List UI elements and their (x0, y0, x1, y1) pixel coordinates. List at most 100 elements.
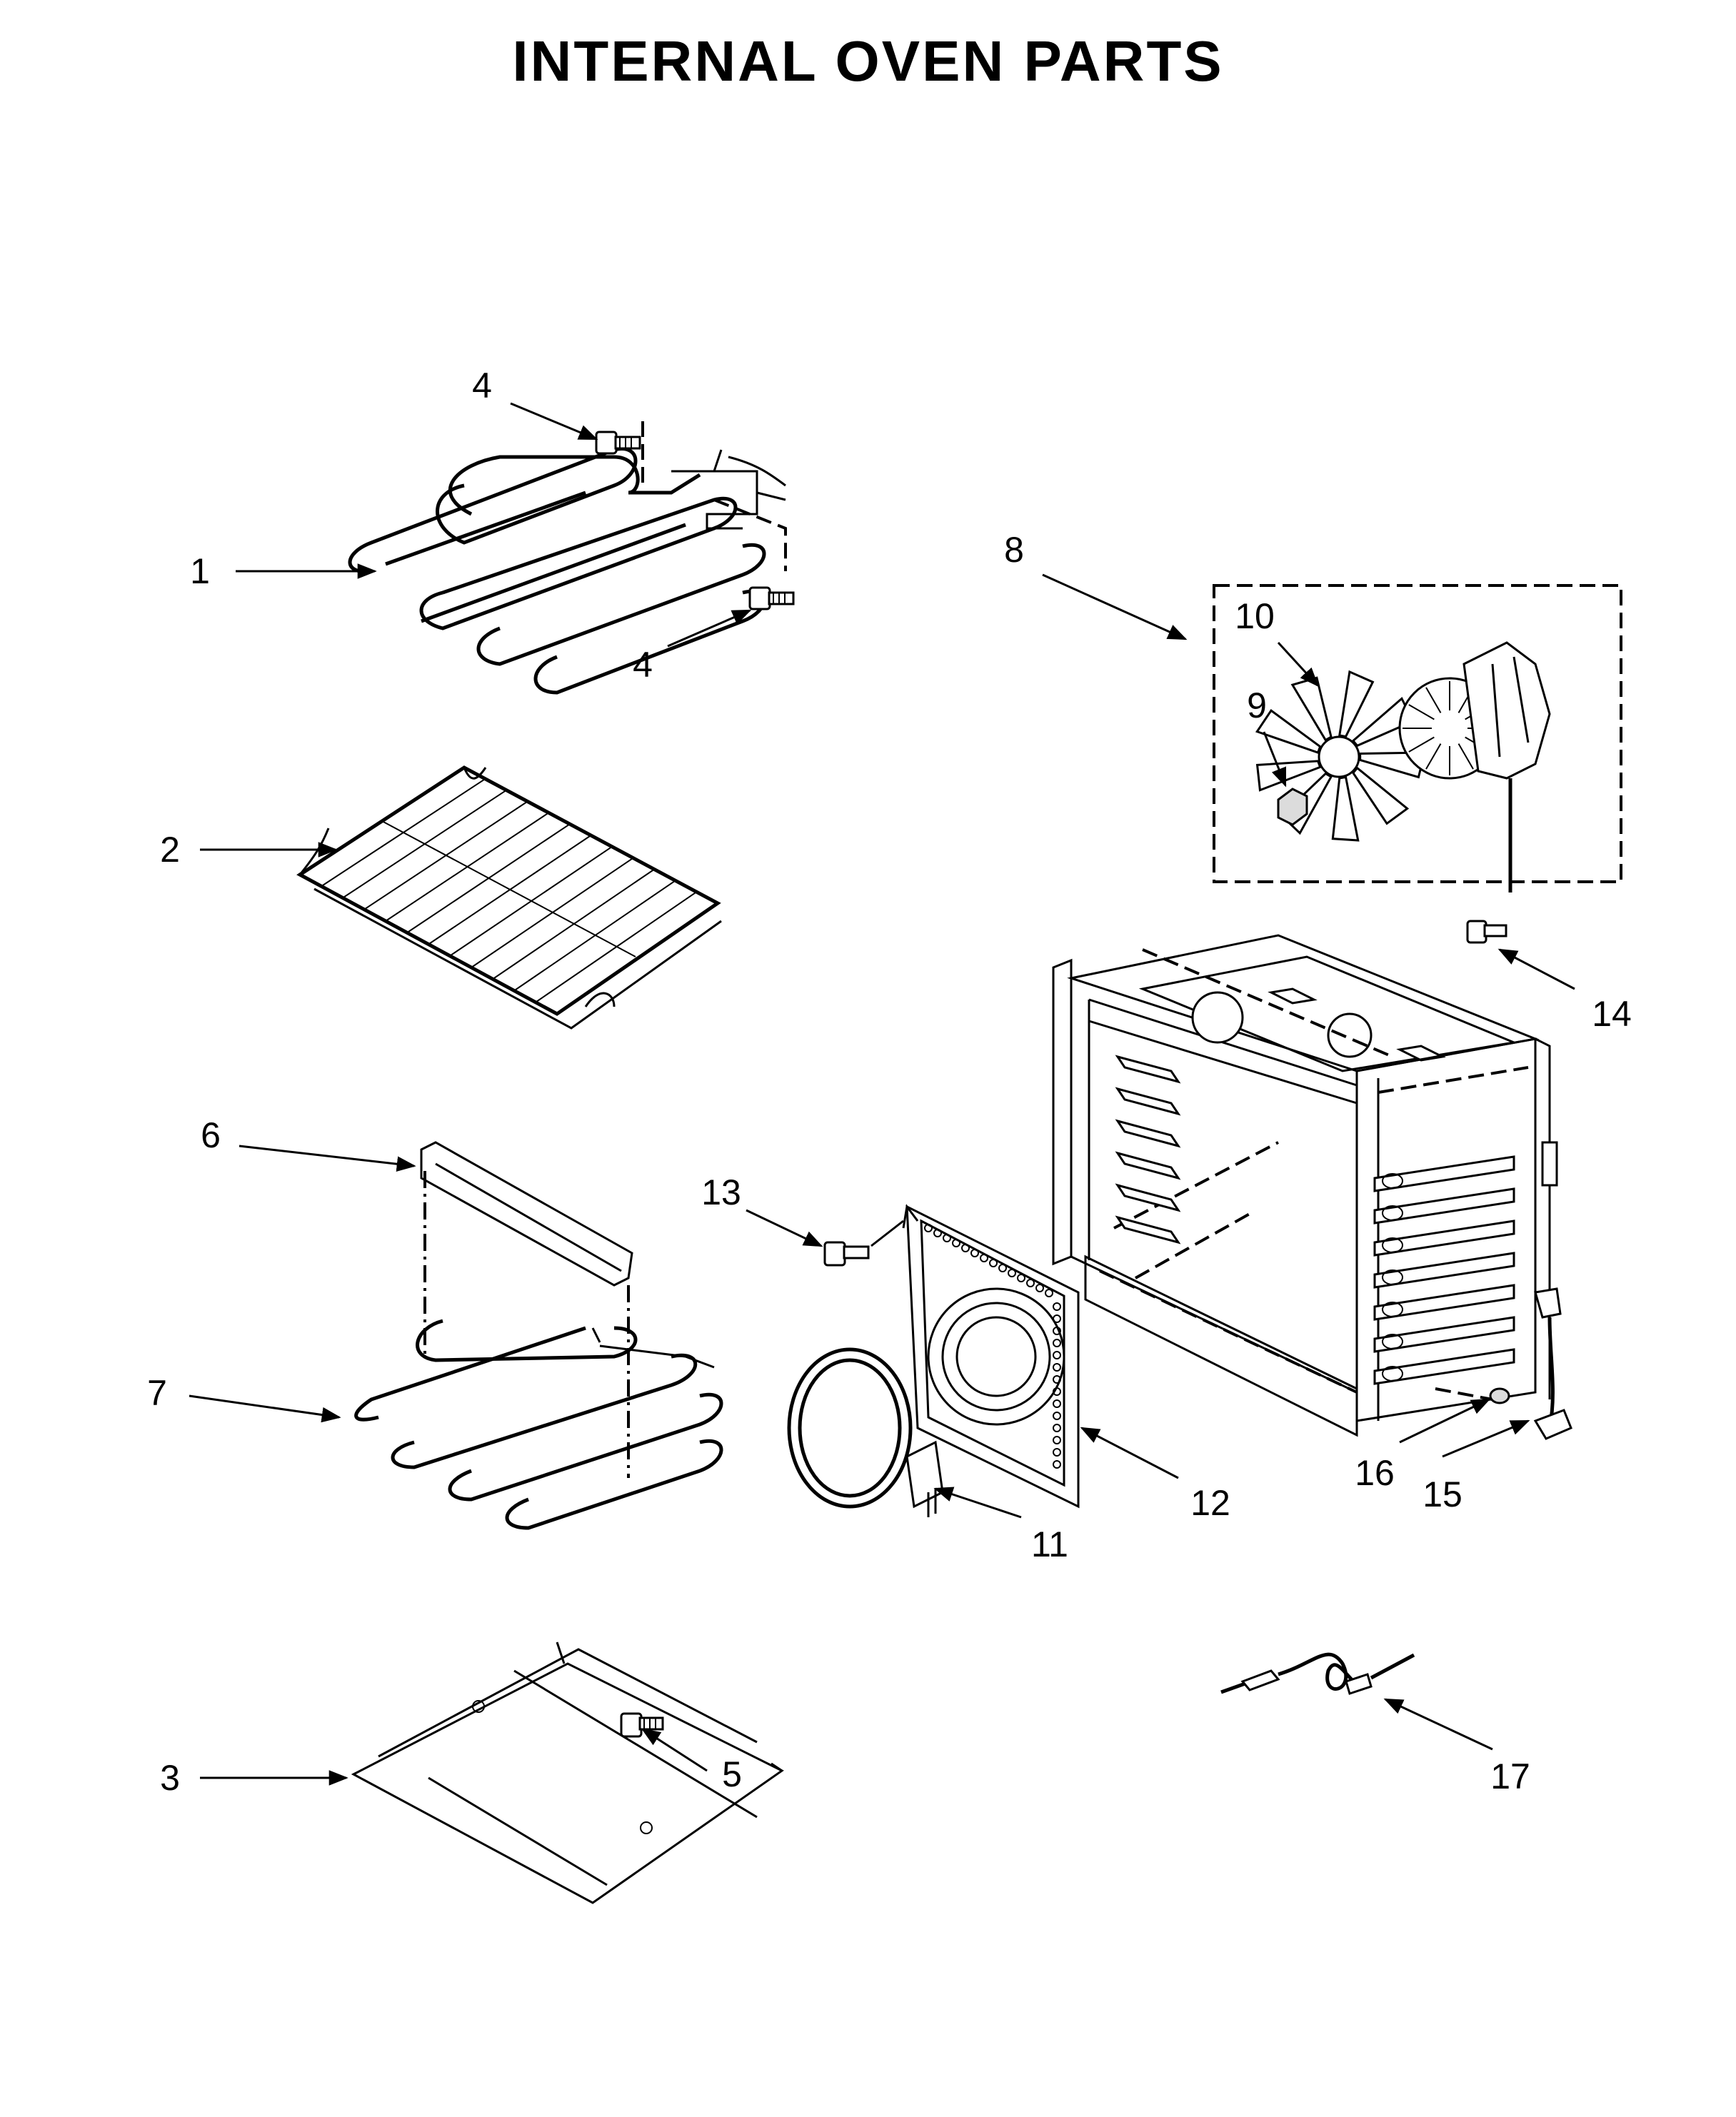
part-11-convection-element[interactable] (787, 1347, 944, 1517)
callout-13[interactable]: 13 (701, 1172, 741, 1212)
part-2-oven-rack[interactable] (296, 765, 722, 1030)
part-6-element-shield[interactable] (420, 1141, 633, 1287)
callout-12[interactable]: 12 (1190, 1483, 1230, 1523)
oven-cavity (1052, 934, 1558, 1437)
rack-support-hole (1382, 1205, 1403, 1221)
rack-support-left (1115, 1055, 1181, 1084)
part-8-convection-motor-assembly-box[interactable] (1213, 584, 1622, 883)
callout-5[interactable]: 5 (722, 1754, 742, 1794)
rack-wire (556, 902, 718, 1015)
vent-hole (1053, 1302, 1061, 1311)
motor-vane (1457, 743, 1474, 770)
vent-hole (980, 1254, 988, 1262)
part-5-screw[interactable] (620, 1712, 664, 1738)
part-13-screw[interactable] (823, 1220, 904, 1267)
vent-hole (943, 1234, 951, 1242)
motor-vane (1425, 743, 1442, 770)
rack-support-hole (1382, 1334, 1403, 1349)
vent-hole (1053, 1339, 1061, 1347)
rack-support-hole (1382, 1269, 1403, 1285)
fan-blade-vane (1338, 670, 1375, 738)
vent-hole (1053, 1399, 1061, 1408)
callout-11[interactable]: 11 (1031, 1524, 1068, 1564)
callout-leaders (189, 402, 1575, 1786)
fan-blade-vane (1351, 766, 1410, 825)
rack-support-hole (1382, 1173, 1403, 1189)
vent-hole (952, 1239, 960, 1247)
rack-support-right (1373, 1155, 1515, 1192)
part-4-screw-upper[interactable] (595, 431, 641, 455)
part-15-temperature-sensor[interactable] (1435, 1287, 1572, 1440)
callout-14[interactable]: 14 (1592, 994, 1632, 1034)
vent-hole (1053, 1424, 1061, 1432)
callout-6[interactable]: 6 (201, 1115, 221, 1155)
rack-wire (381, 820, 636, 957)
vent-hole (970, 1249, 979, 1257)
vent-hole (1053, 1375, 1061, 1384)
rack-support-left (1115, 1183, 1181, 1212)
rack-support-right (1373, 1252, 1515, 1289)
rack-support-right (1373, 1316, 1515, 1353)
vent-hole (933, 1229, 942, 1237)
callout-7[interactable]: 7 (147, 1373, 167, 1413)
part-12-rear-fan-panel[interactable] (902, 1204, 1080, 1509)
callout-10[interactable]: 10 (1235, 596, 1275, 636)
fan-blade-vane (1331, 775, 1360, 842)
diagram-title: INTERNAL OVEN PARTS (512, 29, 1224, 93)
vent-hole (961, 1244, 970, 1252)
motor-vane (1408, 736, 1435, 753)
vent-hole (1035, 1284, 1044, 1292)
fan-blade-vane (1255, 760, 1322, 792)
callout-15[interactable]: 15 (1423, 1474, 1462, 1514)
vent-hole (1017, 1274, 1025, 1282)
rack-support-right (1373, 1187, 1515, 1225)
callout-17[interactable]: 17 (1490, 1756, 1530, 1796)
vent-hole (998, 1264, 1007, 1272)
vent-hole (1045, 1289, 1053, 1297)
part-14-screw[interactable] (1466, 920, 1507, 944)
rack-support-left (1115, 1151, 1181, 1180)
callout-8[interactable]: 8 (1004, 530, 1024, 570)
vent-hole (1053, 1363, 1061, 1372)
part-4-screw-lower[interactable] (748, 586, 795, 610)
vent-hole (1053, 1448, 1061, 1457)
rack-support-right (1373, 1348, 1515, 1385)
vent-hole (1053, 1314, 1061, 1323)
callout-4-lower[interactable]: 4 (633, 645, 653, 685)
vent-hole (1026, 1279, 1035, 1287)
callout-2[interactable]: 2 (160, 830, 180, 870)
rack-support-left (1115, 1215, 1181, 1244)
callout-9[interactable]: 9 (1247, 685, 1267, 725)
part-17-meat-probe[interactable] (1220, 1652, 1415, 1695)
fan-blade-vane (1359, 751, 1426, 779)
rack-support-hole (1382, 1302, 1403, 1317)
vent-hole (1053, 1460, 1061, 1469)
vent-hole (1008, 1269, 1016, 1277)
part-3-bottom-panel[interactable] (351, 1641, 784, 1904)
vent-hole (1053, 1351, 1061, 1359)
fan-blade-vane (1255, 709, 1322, 754)
callout-3[interactable]: 3 (160, 1758, 180, 1798)
rack-support-right (1373, 1284, 1515, 1321)
vent-hole (924, 1224, 933, 1232)
motor-vane (1425, 687, 1442, 713)
vent-hole (1053, 1327, 1061, 1335)
part-1-broil-element[interactable] (348, 421, 787, 695)
rack-support-left (1115, 1087, 1181, 1116)
vent-hole (989, 1259, 998, 1267)
vent-hole (1053, 1436, 1061, 1444)
callout-1[interactable]: 1 (190, 551, 210, 591)
rack-support-right (1373, 1220, 1515, 1257)
rack-support-hole (1382, 1366, 1403, 1382)
callout-16[interactable]: 16 (1355, 1453, 1395, 1493)
vent-hole (1053, 1412, 1061, 1420)
part-9-fan-nut[interactable] (1277, 788, 1308, 826)
callout-4-upper[interactable]: 4 (472, 366, 492, 406)
part-16-grommet[interactable] (1489, 1387, 1510, 1404)
part-7-bake-element[interactable] (354, 1319, 723, 1530)
vent-hole (1053, 1387, 1061, 1396)
motor-vane (1408, 704, 1435, 720)
convection-motor[interactable] (1398, 641, 1551, 892)
